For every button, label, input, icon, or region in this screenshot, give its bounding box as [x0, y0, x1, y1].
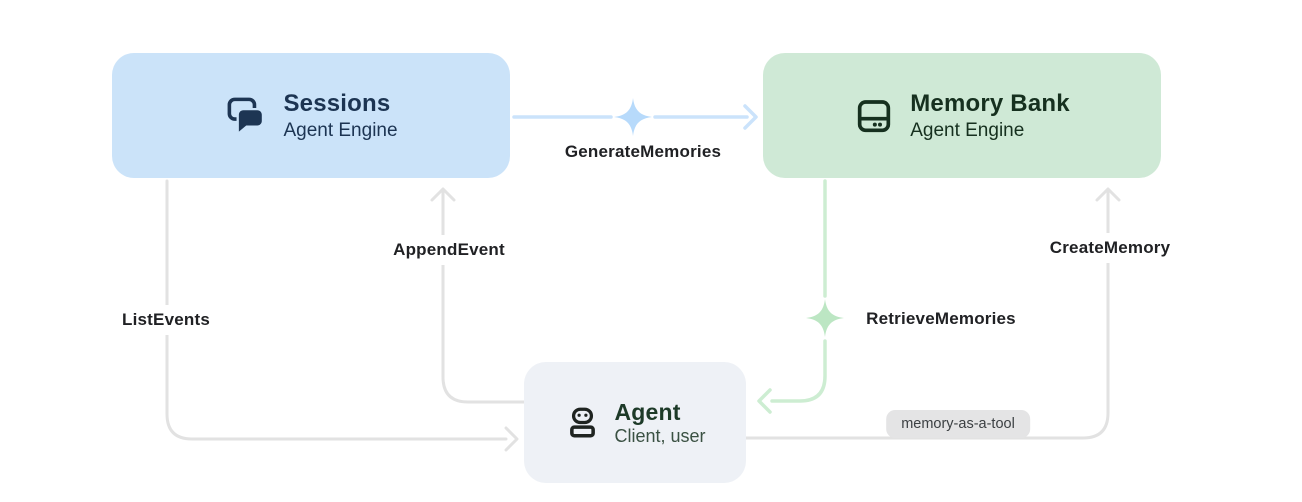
sessions-subtitle: Agent Engine — [283, 119, 398, 141]
gemini-sparkle-green-icon — [806, 299, 844, 337]
sessions-node: Sessions Agent Engine — [112, 53, 510, 178]
edge-list-events — [165, 179, 519, 452]
edge-create-memory-line — [744, 188, 1110, 440]
edge-append-event — [430, 187, 527, 404]
arrowhead-right-icon — [504, 426, 519, 452]
edge-label-generate-memories: GenerateMemories — [555, 137, 731, 167]
edge-retrieve-memories — [757, 179, 827, 414]
sessions-title: Sessions — [283, 90, 391, 118]
arrowhead-up-icon — [1095, 187, 1121, 202]
arrowhead-left-icon — [757, 388, 772, 414]
edge-create-memory — [744, 187, 1121, 440]
storage-icon — [854, 96, 894, 136]
memory-bank-subtitle: Agent Engine — [910, 119, 1025, 141]
memory-as-a-tool-badge: memory-as-a-tool — [886, 410, 1030, 438]
arrowhead-up-icon — [430, 187, 456, 202]
gemini-sparkle-blue-icon — [614, 98, 652, 136]
sessions-node-text: Sessions Agent Engine — [283, 89, 397, 141]
edge-label-list-events: ListEvents — [113, 305, 219, 335]
memory-bank-node-text: Memory Bank Agent Engine — [910, 89, 1070, 141]
edge-list-events-line — [165, 179, 508, 441]
arrowhead-right-icon — [743, 104, 758, 130]
edge-label-append-event: AppendEvent — [384, 235, 514, 265]
agent-node-text: Agent Client, user — [614, 398, 705, 448]
agent-title: Agent — [614, 398, 681, 425]
agent-node: Agent Client, user — [524, 362, 746, 483]
edge-generate-memories — [512, 104, 758, 130]
edge-append-event-line — [441, 188, 527, 404]
chat-icon — [224, 94, 267, 137]
edge-label-create-memory: CreateMemory — [1040, 233, 1180, 263]
edge-retrieve-memories-line-bottom — [770, 339, 827, 403]
agent-subtitle: Client, user — [614, 425, 706, 446]
memory-bank-title: Memory Bank — [910, 90, 1070, 118]
robot-icon — [564, 404, 601, 441]
edge-label-retrieve-memories: RetrieveMemories — [866, 309, 1016, 328]
memory-bank-node: Memory Bank Agent Engine — [763, 53, 1161, 178]
